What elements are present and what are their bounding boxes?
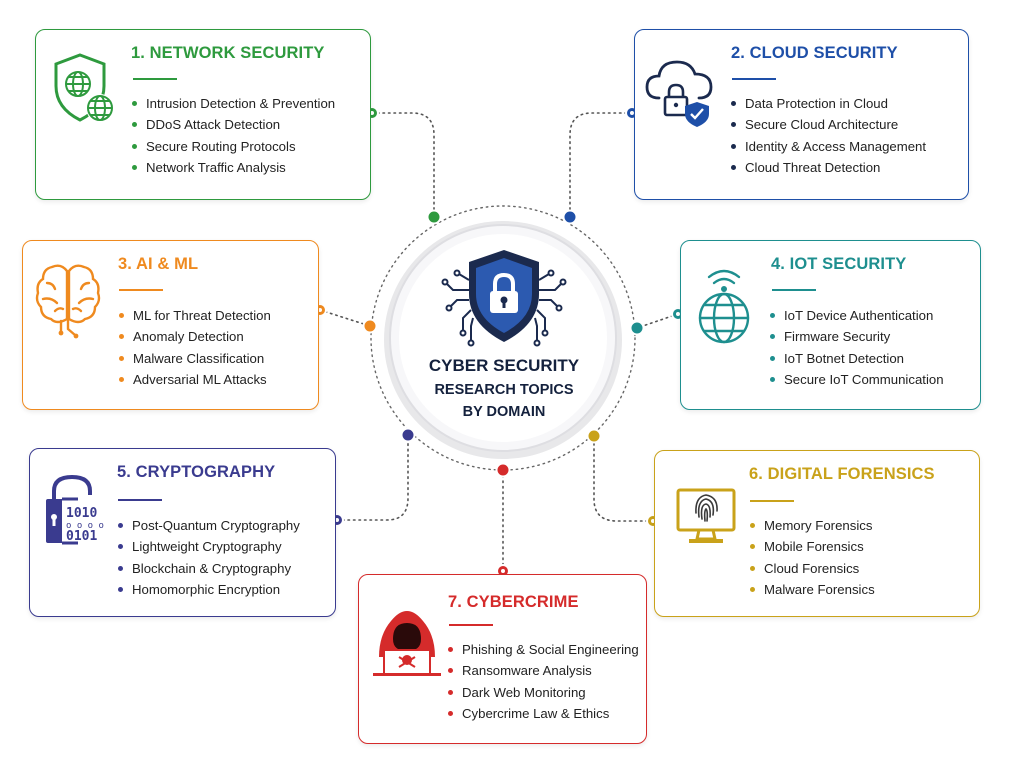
card-digital-forensics: 6. DIGITAL FORENSICS Memory Forensics Mo… bbox=[654, 450, 980, 617]
hub-title-line1: CYBER SECURITY bbox=[428, 356, 580, 375]
hub-outer-ring bbox=[370, 205, 636, 471]
svg-text:o o o o: o o o o bbox=[66, 521, 104, 531]
connector-crypto bbox=[336, 434, 409, 521]
topic-list: Data Protection in Cloud Secure Cloud Ar… bbox=[731, 93, 926, 178]
node-iot-inner bbox=[629, 320, 645, 336]
card-title: 1. NETWORK SECURITY bbox=[131, 44, 325, 62]
wireless-globe-icon bbox=[698, 269, 750, 344]
list-item: Phishing & Social Engineering bbox=[448, 639, 639, 660]
node-cybercrime-inner bbox=[495, 462, 511, 478]
topic-list: Phishing & Social Engineering Ransomware… bbox=[448, 639, 639, 724]
list-item: DDoS Attack Detection bbox=[132, 114, 335, 135]
topic-list: ML for Threat Detection Anomaly Detectio… bbox=[119, 305, 271, 390]
title-underline bbox=[133, 78, 177, 80]
list-item: Lightweight Cryptography bbox=[118, 536, 300, 557]
central-hub: CYBER SECURITY RESEARCH TOPICS BY DOMAIN bbox=[379, 238, 629, 450]
connector-forensics bbox=[593, 435, 654, 522]
list-item: ML for Threat Detection bbox=[119, 305, 271, 326]
node-network-inner bbox=[426, 209, 442, 225]
list-item: Malware Classification bbox=[119, 348, 271, 369]
title-underline bbox=[449, 624, 493, 626]
title-underline bbox=[732, 78, 776, 80]
list-item: Secure Routing Protocols bbox=[132, 136, 335, 157]
card-title: 3. AI & ML bbox=[118, 255, 199, 273]
list-item: Cybercrime Law & Ethics bbox=[448, 703, 639, 724]
list-item: Dark Web Monitoring bbox=[448, 682, 639, 703]
connector-ai bbox=[319, 309, 371, 327]
list-item: Secure IoT Communication bbox=[770, 369, 944, 390]
card-ai-ml: 3. AI & ML ML for Threat Detection Anoma… bbox=[22, 240, 319, 410]
topic-list: Intrusion Detection & Prevention DDoS At… bbox=[132, 93, 335, 178]
fingerprint-monitor-icon bbox=[676, 488, 736, 543]
cloud-lock-icon bbox=[645, 60, 713, 127]
hooded-hacker-icon bbox=[373, 611, 441, 676]
list-item: Blockchain & Cryptography bbox=[118, 558, 300, 579]
circuit-shield-icon bbox=[441, 250, 567, 347]
node-crypto-inner bbox=[400, 427, 416, 443]
list-item: Secure Cloud Architecture bbox=[731, 114, 926, 135]
hub-title-line3: BY DOMAIN bbox=[462, 404, 546, 420]
list-item: Data Protection in Cloud bbox=[731, 93, 926, 114]
list-item: Adversarial ML Attacks bbox=[119, 369, 271, 390]
list-item: Cloud Threat Detection bbox=[731, 157, 926, 178]
list-item: Ransomware Analysis bbox=[448, 660, 639, 681]
card-iot-security: 4. IOT SECURITY IoT Device Authenticatio… bbox=[680, 240, 981, 410]
svg-text:1010: 1010 bbox=[66, 506, 97, 521]
card-title: 4. IOT SECURITY bbox=[771, 255, 907, 273]
list-item: Cloud Forensics bbox=[750, 558, 875, 579]
card-title: 7. CYBERCRIME bbox=[448, 593, 579, 611]
list-item: Firmware Security bbox=[770, 326, 944, 347]
list-item: Network Traffic Analysis bbox=[132, 157, 335, 178]
list-item: Identity & Access Management bbox=[731, 136, 926, 157]
list-item: IoT Botnet Detection bbox=[770, 348, 944, 369]
card-title: 2. CLOUD SECURITY bbox=[731, 44, 898, 62]
list-item: Intrusion Detection & Prevention bbox=[132, 93, 335, 114]
topic-list: IoT Device Authentication Firmware Secur… bbox=[770, 305, 944, 390]
card-cybercrime: 7. CYBERCRIME Phishing & Social Engineer… bbox=[358, 574, 647, 744]
list-item: Post-Quantum Cryptography bbox=[118, 515, 300, 536]
list-item: Malware Forensics bbox=[750, 579, 875, 600]
topic-list: Post-Quantum Cryptography Lightweight Cr… bbox=[118, 515, 300, 600]
title-underline bbox=[118, 499, 162, 501]
topic-list: Memory Forensics Mobile Forensics Cloud … bbox=[750, 515, 875, 600]
list-item: Homomorphic Encryption bbox=[118, 579, 300, 600]
connector-network bbox=[371, 112, 435, 218]
list-item: IoT Device Authentication bbox=[770, 305, 944, 326]
card-title: 5. CRYPTOGRAPHY bbox=[117, 463, 276, 481]
title-underline bbox=[750, 500, 794, 502]
hub-title-line2: RESEARCH TOPICS bbox=[434, 382, 574, 398]
card-network-security: 1. NETWORK SECURITY Intrusion Detection … bbox=[35, 29, 371, 200]
list-item: Memory Forensics bbox=[750, 515, 875, 536]
connector-cloud bbox=[569, 112, 633, 218]
card-cloud-security: 2. CLOUD SECURITY Data Protection in Clo… bbox=[634, 29, 969, 200]
list-item: Mobile Forensics bbox=[750, 536, 875, 557]
node-forensics-inner bbox=[586, 428, 602, 444]
binary-lock-icon: 1010 o o o o 0101 bbox=[46, 474, 104, 545]
connector-iot bbox=[636, 313, 679, 329]
title-underline bbox=[119, 289, 163, 291]
card-title: 6. DIGITAL FORENSICS bbox=[749, 465, 935, 483]
card-cryptography: 1010 o o o o 0101 5. CRYPTOGRAPHY Post-Q… bbox=[29, 448, 336, 617]
list-item: Anomaly Detection bbox=[119, 326, 271, 347]
svg-text:0101: 0101 bbox=[66, 529, 97, 544]
shield-globe-icon bbox=[54, 53, 114, 122]
brain-circuit-icon bbox=[35, 264, 101, 339]
title-underline bbox=[772, 289, 816, 291]
node-cloud-inner bbox=[562, 209, 578, 225]
node-ai-inner bbox=[362, 318, 378, 334]
